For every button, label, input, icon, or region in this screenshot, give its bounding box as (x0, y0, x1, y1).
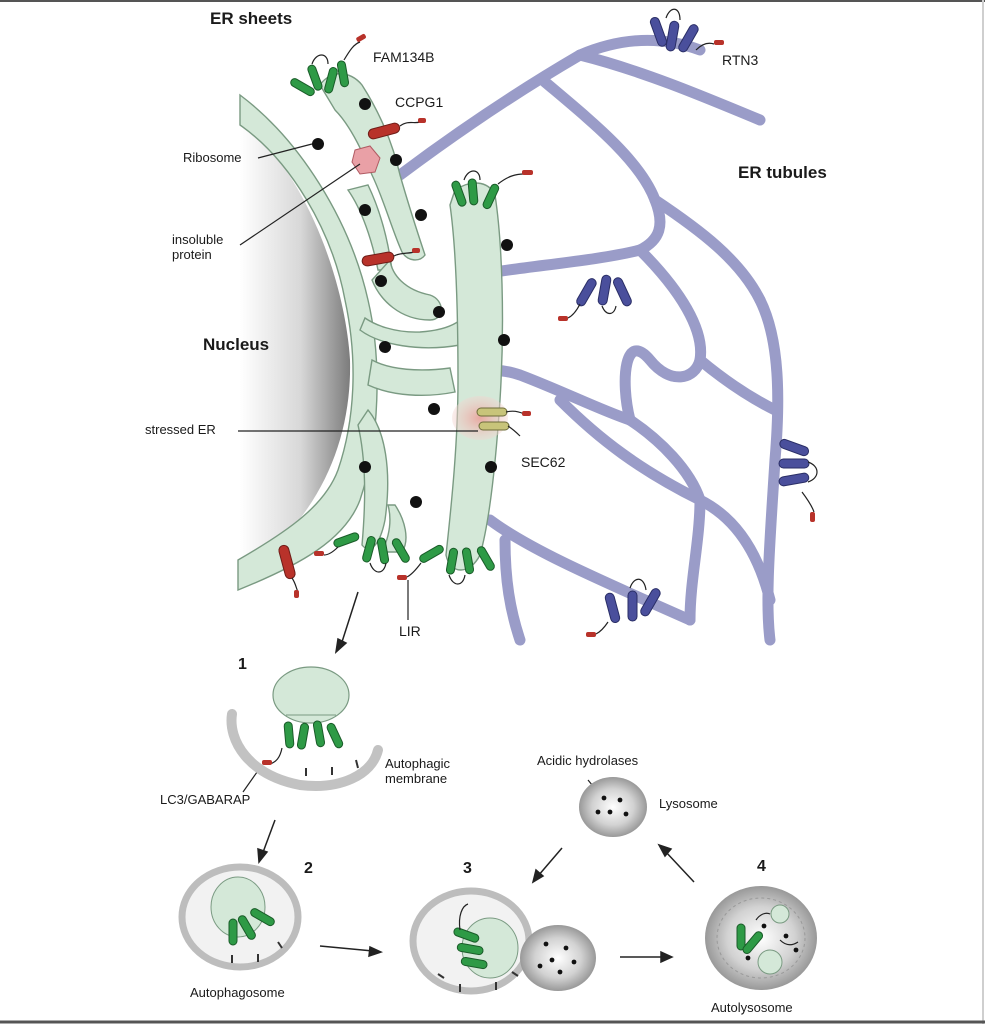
autophagosome-fusing (409, 887, 596, 995)
autophagic-membrane-label: Autophagic membrane (385, 756, 451, 786)
rtn3-label: RTN3 (722, 52, 759, 68)
fam134b-receptor-right (450, 170, 533, 211)
rtn3-receptor-top (648, 8, 724, 54)
er-sheets-label: ER sheets (210, 9, 293, 28)
lc3-anchors (305, 759, 359, 776)
acidic-hydrolases-label: Acidic hydrolases (537, 753, 639, 768)
er-tubules-label: ER tubules (738, 163, 827, 182)
autolysosome-label: Autolysosome (711, 1000, 793, 1015)
rtn3-receptor-bottom (586, 578, 663, 637)
step-3-number: 3 (463, 860, 472, 877)
ccpg1-receptor (278, 118, 426, 598)
ribosomes (312, 98, 513, 508)
rtn3-receptor-right (777, 437, 818, 522)
autophagosome (178, 863, 302, 971)
lysosome-label: Lysosome (659, 796, 718, 811)
step-2-number: 2 (304, 860, 313, 877)
rtn3-receptor-mid (558, 274, 634, 321)
lc3-gabarap-label: LC3/GABARAP (160, 792, 251, 807)
fam134b-receptor-bottom-right (397, 543, 497, 585)
fam134b-receptor-bottom-left (314, 531, 412, 573)
nucleus-label: Nucleus (203, 335, 270, 354)
fam134b-receptor-top (288, 33, 366, 98)
step-1-number: 1 (238, 656, 247, 673)
autophagosome-label: Autophagosome (190, 985, 285, 1000)
lir-label: LIR (399, 623, 421, 639)
leader-lines (238, 143, 603, 798)
insoluble-protein (351, 145, 381, 175)
lysosome (579, 777, 647, 837)
ccpg1-label: CCPG1 (395, 94, 444, 110)
stressed-er-label: stressed ER (145, 422, 216, 437)
autophagic-membrane (226, 709, 383, 791)
ribosome-label: Ribosome (183, 150, 242, 165)
autolysosome (705, 886, 817, 990)
flow-arrows (257, 591, 695, 964)
nucleus (240, 120, 351, 575)
sec62-label: SEC62 (521, 454, 566, 470)
step1-er-fragment (262, 666, 350, 765)
stressed-er-spot (452, 396, 508, 440)
step-4-number: 4 (757, 858, 766, 875)
fam134b-label: FAM134B (373, 49, 435, 65)
er-sheets (237, 73, 504, 592)
sec62-receptor (476, 407, 531, 437)
insoluble-protein-label: insoluble protein (172, 232, 224, 262)
